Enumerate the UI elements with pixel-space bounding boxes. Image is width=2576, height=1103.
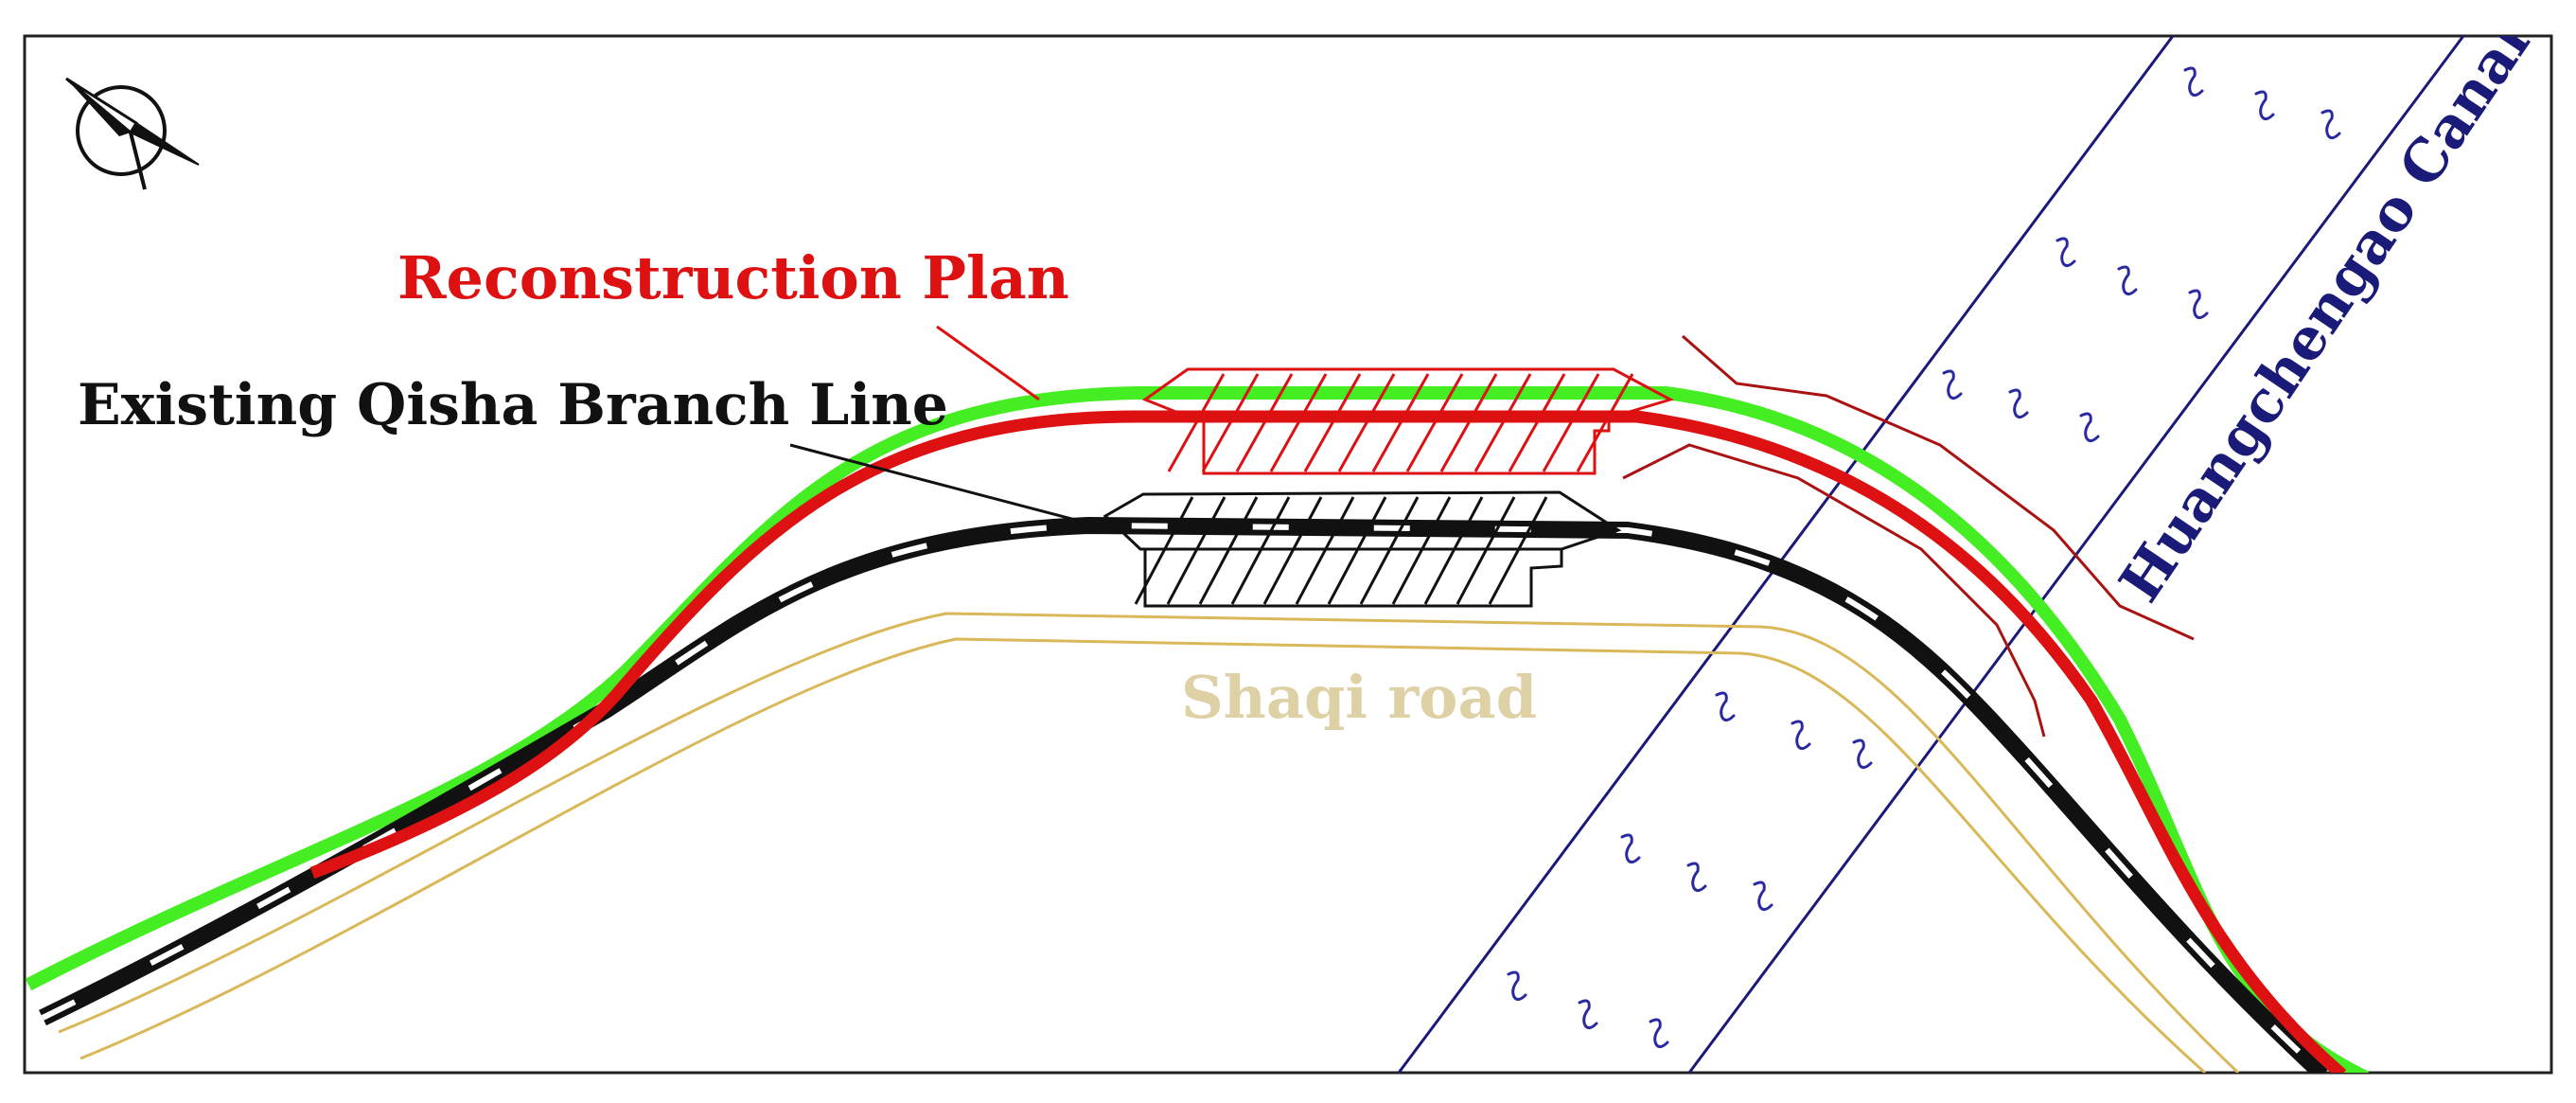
water-wave-icon <box>1942 369 1963 400</box>
hatch-line <box>1134 496 1194 605</box>
water-wave-icon <box>1852 738 1873 770</box>
water-wave-icon <box>1791 720 1811 751</box>
road-edge-south <box>79 637 2206 1073</box>
shaqi-road <box>58 612 2240 1073</box>
hatch-line <box>1327 496 1387 605</box>
hatch-line <box>1167 373 1226 472</box>
wall-north <box>1682 334 2195 641</box>
hatch-line <box>1295 496 1355 605</box>
water-wave-icon <box>1620 833 1641 864</box>
hatch-line <box>1473 373 1532 472</box>
hatch-line <box>1423 496 1484 605</box>
water-wave-icon <box>1686 862 1707 893</box>
hatch-line <box>1262 496 1323 605</box>
water-wave-icon <box>2008 388 2029 419</box>
water-wave-icon <box>1578 999 1598 1030</box>
hatch-line <box>1488 496 1548 605</box>
hatch-line <box>1201 373 1260 472</box>
water-wave-icon <box>1753 881 1773 912</box>
reconstruction-plan-label: Reconstruction Plan <box>397 243 1069 312</box>
water-wave-icon <box>2188 289 2209 320</box>
existing-line-label: Existing Qisha Branch Line <box>78 372 948 438</box>
hatch-line <box>1235 373 1294 472</box>
road-label: Shaqi road <box>1181 663 1537 732</box>
hatch-line <box>1166 496 1226 605</box>
water-wave-icon <box>2254 90 2275 121</box>
hatch-line <box>1508 373 1566 472</box>
hatch-line <box>1230 496 1291 605</box>
existing-station-track-area <box>1103 490 1622 551</box>
reconstruction-leader-line <box>936 325 1040 401</box>
reconstruction-station-track-area <box>1141 367 1674 418</box>
water-wave-icon <box>2183 66 2204 98</box>
hatch-line <box>1198 496 1259 605</box>
water-wave-icon <box>2079 412 2100 443</box>
map-frame <box>23 34 2553 1075</box>
existing-line-dashes <box>41 522 2326 1073</box>
hatch-line <box>1303 373 1362 472</box>
water-symbols <box>1507 66 2341 1049</box>
hatch-line <box>1269 373 1328 472</box>
retaining-walls <box>1622 334 2195 738</box>
water-wave-icon <box>2320 109 2341 140</box>
hatch-line <box>1337 373 1396 472</box>
hatch-line <box>1542 373 1600 472</box>
hatch-line <box>1371 373 1430 472</box>
water-wave-icon <box>1507 970 1527 1002</box>
hatch-line <box>1405 373 1464 472</box>
water-wave-icon <box>1715 691 1736 722</box>
green-outer-line <box>25 386 2370 1073</box>
water-wave-icon <box>2117 265 2138 296</box>
existing-leader-line <box>789 443 1116 532</box>
hatch-line <box>1359 496 1420 605</box>
hatch-line <box>1391 496 1452 605</box>
hatch-line <box>1439 373 1498 472</box>
reconstruction-line <box>309 410 2347 1073</box>
road-edge-north <box>58 612 2240 1073</box>
reconstruction-station <box>1141 367 1674 475</box>
hatch-line <box>1456 496 1516 605</box>
water-wave-icon <box>1649 1018 1669 1049</box>
hatch-line <box>1576 373 1634 472</box>
existing-station <box>1103 490 1622 608</box>
water-wave-icon <box>2056 237 2076 268</box>
existing-station-platform <box>1143 547 1563 608</box>
north-arrow-icon <box>65 77 200 190</box>
wall-south <box>1622 443 2046 738</box>
canal-bank-west <box>1397 36 2175 1073</box>
existing-station-hatch <box>1134 496 1548 605</box>
reconstruction-station-hatch <box>1167 373 1634 472</box>
